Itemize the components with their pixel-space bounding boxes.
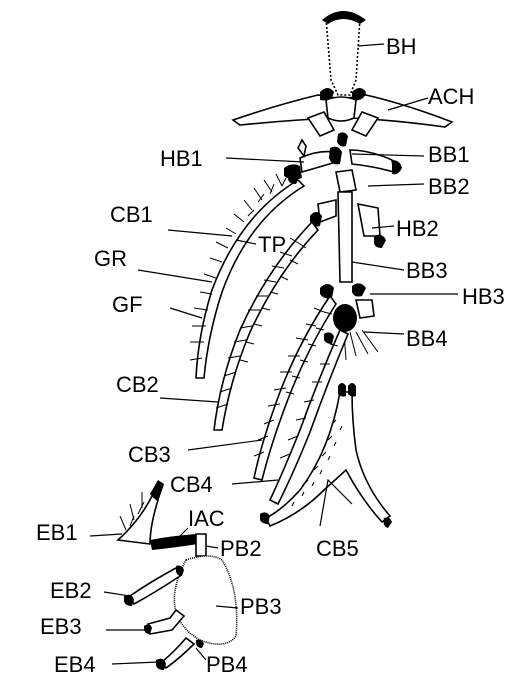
label-eb4: EB4: [54, 652, 96, 677]
label-cb2: CB2: [116, 372, 159, 397]
label-cb4: CB4: [170, 472, 213, 497]
label-eb3: EB3: [40, 614, 82, 639]
label-cb5: CB5: [316, 536, 359, 561]
label-hb3: HB3: [462, 284, 505, 309]
label-gf: GF: [112, 292, 143, 317]
label-pb2: PB2: [220, 536, 262, 561]
labels: BH ACH HB1 BB1 BB2 CB1 TP HB2 GR BB3 HB3…: [36, 34, 505, 677]
label-cb1: CB1: [110, 202, 153, 227]
anterior-ceratohyal: [233, 88, 452, 136]
label-hb1: HB1: [160, 146, 203, 171]
label-tp: TP: [258, 232, 286, 257]
leader-lines: [90, 44, 458, 664]
label-ach: ACH: [428, 84, 474, 109]
label-eb1: EB1: [36, 520, 78, 545]
label-cb3: CB3: [128, 442, 171, 467]
hypobranchial-3-basibranchial-4: [320, 283, 378, 360]
label-iac: IAC: [188, 506, 225, 531]
ceratobranchial-1: [190, 171, 304, 378]
label-eb2: EB2: [50, 578, 92, 603]
label-bb2: BB2: [428, 174, 470, 199]
basihyal: [322, 11, 366, 95]
label-bb4: BB4: [406, 326, 448, 351]
label-gr: GR: [94, 246, 127, 271]
label-pb4: PB4: [206, 652, 248, 677]
label-bh: BH: [386, 34, 417, 59]
label-bb1: BB1: [428, 142, 470, 167]
label-bb3: BB3: [406, 258, 448, 283]
basibranchial-rod: [338, 192, 352, 282]
label-pb3: PB3: [240, 594, 282, 619]
label-hb2: HB2: [396, 216, 439, 241]
